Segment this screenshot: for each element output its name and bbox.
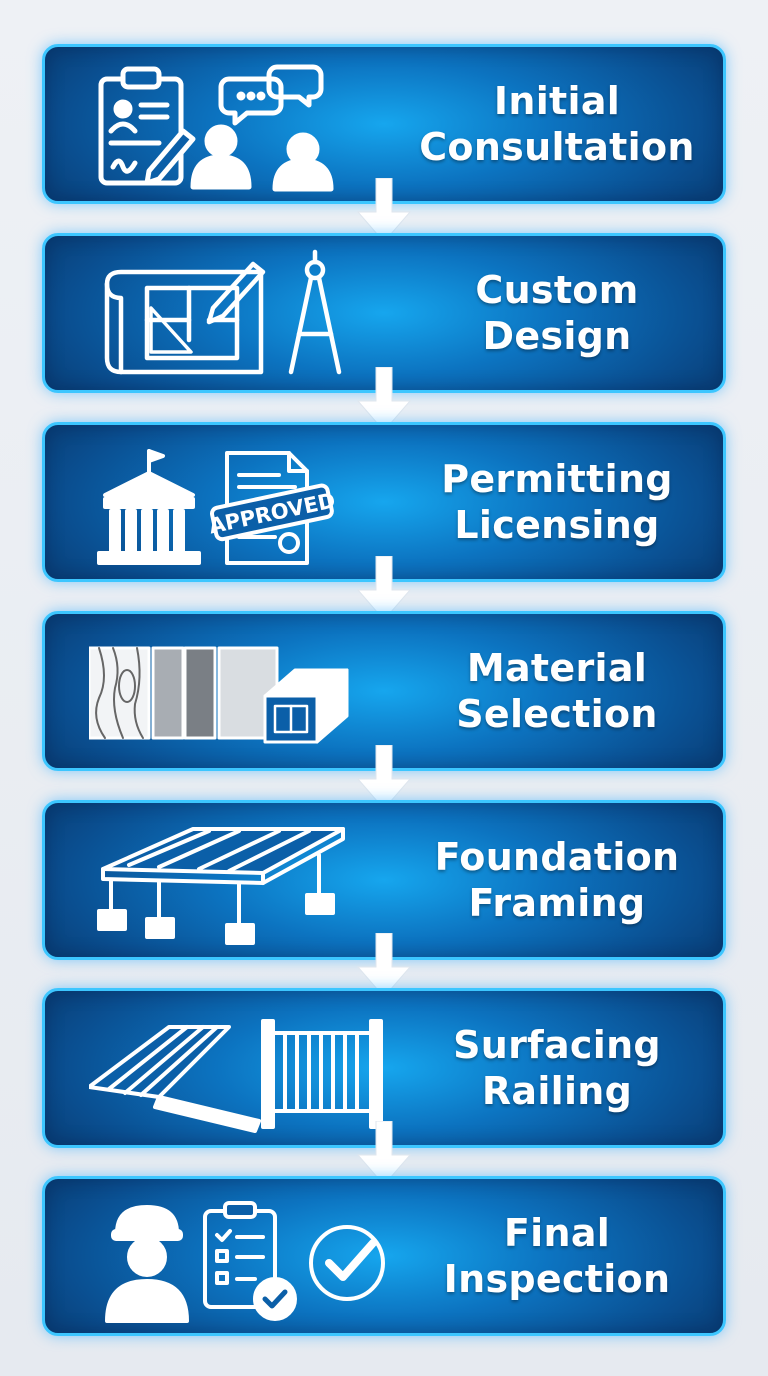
- step-label-line1: Material: [466, 646, 648, 690]
- step-label-line2: Licensing: [454, 503, 660, 547]
- step-label-line1: Custom: [475, 268, 639, 312]
- step-label-line2: Framing: [468, 881, 646, 925]
- down-arrow-icon: [354, 1121, 414, 1187]
- step-label: Surfacing Railing: [405, 991, 709, 1145]
- blueprint-compass-icon: [89, 248, 389, 384]
- down-arrow-icon: [354, 745, 414, 811]
- step-label-line2: Inspection: [443, 1257, 671, 1301]
- step-surfacing-railing: Surfacing Railing: [42, 988, 726, 1148]
- step-label-line1: Foundation: [434, 835, 680, 879]
- step-label-line1: Final: [503, 1211, 611, 1255]
- clipboard-consultation-icon: [89, 59, 389, 195]
- down-arrow-icon: [354, 933, 414, 999]
- inspector-checklist-icon: [89, 1191, 389, 1327]
- deck-frame-icon: [89, 815, 389, 951]
- step-label: Foundation Framing: [405, 803, 709, 957]
- step-label: Material Selection: [405, 614, 709, 768]
- step-label-line2: Design: [482, 314, 632, 358]
- step-final-inspection: Final Inspection: [42, 1176, 726, 1336]
- step-label-line1: Surfacing: [453, 1023, 661, 1067]
- step-label-line2: Selection: [456, 692, 658, 736]
- step-label: Initial Consultation: [405, 47, 709, 201]
- step-label-line2: Railing: [481, 1069, 633, 1113]
- building-approved-document-icon: APPROVED: [89, 437, 389, 573]
- step-label: Permitting Licensing: [405, 425, 709, 579]
- step-permitting-licensing: APPROVED Permitting Licensing: [42, 422, 726, 582]
- step-label: Custom Design: [405, 236, 709, 390]
- down-arrow-icon: [354, 178, 414, 244]
- step-label-line1: Permitting: [441, 457, 673, 501]
- material-samples-icon: [89, 626, 389, 762]
- step-label-line2: Consultation: [419, 125, 695, 169]
- deck-boards-railing-icon: [89, 1003, 389, 1139]
- step-initial-consultation: Initial Consultation: [42, 44, 726, 204]
- step-custom-design: Custom Design: [42, 233, 726, 393]
- step-label: Final Inspection: [405, 1179, 709, 1333]
- down-arrow-icon: [354, 367, 414, 433]
- down-arrow-icon: [354, 556, 414, 622]
- step-label-line1: Initial: [493, 79, 621, 123]
